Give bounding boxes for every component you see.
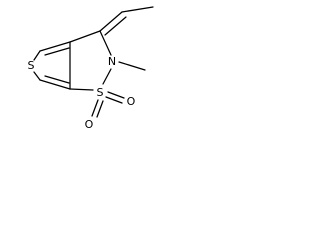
bond-s-o-upper-a xyxy=(91,99,99,117)
atom-n: N xyxy=(108,55,116,68)
atom-s-sulfonyl: S xyxy=(97,86,104,99)
bond-n2-s1 xyxy=(102,68,112,85)
bond-s-o-upper-b xyxy=(96,100,104,118)
bond-c3a-c4 xyxy=(39,41,71,52)
bond-s5-c6 xyxy=(33,71,41,81)
atom-s-thiophene: S xyxy=(28,59,35,72)
bond-c3-n2 xyxy=(99,30,112,56)
atom-o-lower: O xyxy=(85,118,94,131)
atom-o-right: O xyxy=(127,95,136,108)
bond-c4-c4-double xyxy=(44,47,70,56)
bond-exocyclic-double-b xyxy=(104,16,127,36)
bond-c6-c6a-double xyxy=(44,75,70,84)
bond-ethylidene-methyl xyxy=(121,6,154,13)
bond-c4-s5 xyxy=(33,50,41,61)
bond-c6-c6a xyxy=(39,79,71,90)
bond-exocyclic-double-a xyxy=(99,11,123,32)
bond-n-methyl xyxy=(118,61,146,71)
bond-c3a-c3 xyxy=(69,30,101,43)
molecule-canvas: S N S O O xyxy=(0,0,173,159)
bond-s-o-right-a xyxy=(107,91,125,99)
bond-s-o-right-b xyxy=(105,96,123,104)
bond-s1-c6a xyxy=(69,88,94,91)
structure-diagram: S N S O O xyxy=(28,6,154,131)
